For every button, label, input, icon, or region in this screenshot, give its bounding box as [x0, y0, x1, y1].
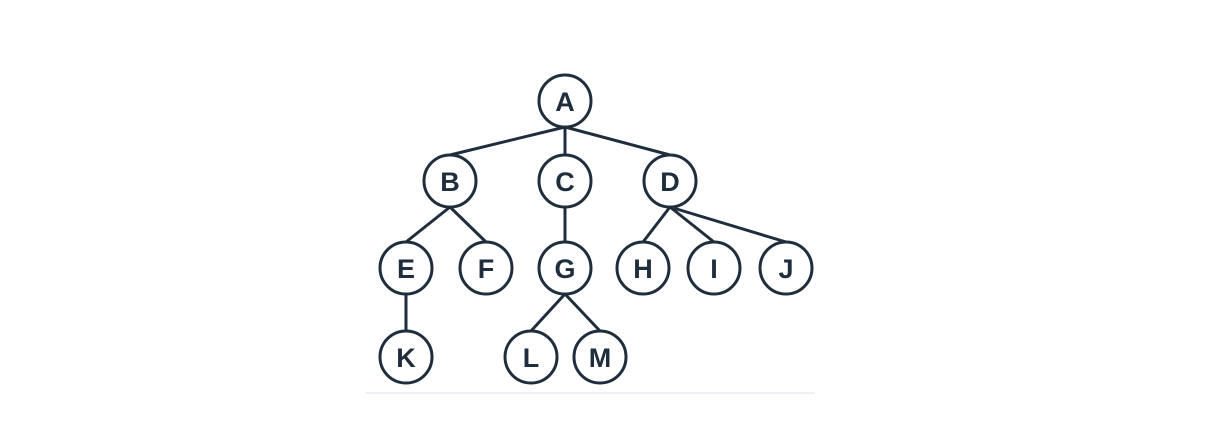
node-f: F	[458, 240, 514, 296]
node-label: E	[397, 254, 415, 284]
edge-a-b	[448, 125, 567, 157]
node-circle	[572, 329, 628, 385]
node-label: I	[710, 254, 718, 284]
node-circle	[758, 240, 814, 296]
node-e: E	[378, 240, 434, 296]
edge-b-f	[448, 205, 488, 244]
node-label: A	[555, 87, 575, 117]
edge-d-j	[668, 205, 788, 244]
node-i: I	[686, 240, 742, 296]
edge-g-l	[529, 292, 567, 333]
node-label: C	[555, 167, 575, 197]
edges-layer	[404, 125, 788, 333]
node-circle	[503, 329, 559, 385]
node-g: G	[537, 240, 593, 296]
node-circle	[537, 240, 593, 296]
node-label: G	[554, 254, 575, 284]
node-circle	[642, 153, 698, 209]
node-j: J	[758, 240, 814, 296]
edge-d-h	[641, 205, 672, 244]
edge-g-m	[563, 292, 602, 333]
node-circle	[458, 240, 514, 296]
node-b: B	[422, 153, 478, 209]
edge-a-d	[563, 125, 672, 157]
node-label: L	[523, 343, 540, 373]
node-l: L	[503, 329, 559, 385]
node-label: M	[589, 343, 612, 373]
node-circle	[378, 240, 434, 296]
node-label: H	[633, 254, 653, 284]
node-circle	[537, 153, 593, 209]
node-d: D	[642, 153, 698, 209]
node-m: M	[572, 329, 628, 385]
edge-d-i	[668, 205, 716, 244]
node-circle	[615, 240, 671, 296]
node-label: D	[660, 167, 680, 197]
node-circle	[378, 329, 434, 385]
node-c: C	[537, 153, 593, 209]
node-h: H	[615, 240, 671, 296]
node-circle	[537, 73, 593, 129]
node-label: F	[478, 254, 495, 284]
node-circle	[686, 240, 742, 296]
nodes-layer: A B C D E F G H I J K L M	[378, 73, 814, 385]
node-k: K	[378, 329, 434, 385]
node-label: B	[440, 167, 460, 197]
node-label: K	[396, 343, 416, 373]
node-circle	[422, 153, 478, 209]
edge-b-e	[404, 205, 452, 244]
node-a: A	[537, 73, 593, 129]
node-label: J	[778, 254, 793, 284]
